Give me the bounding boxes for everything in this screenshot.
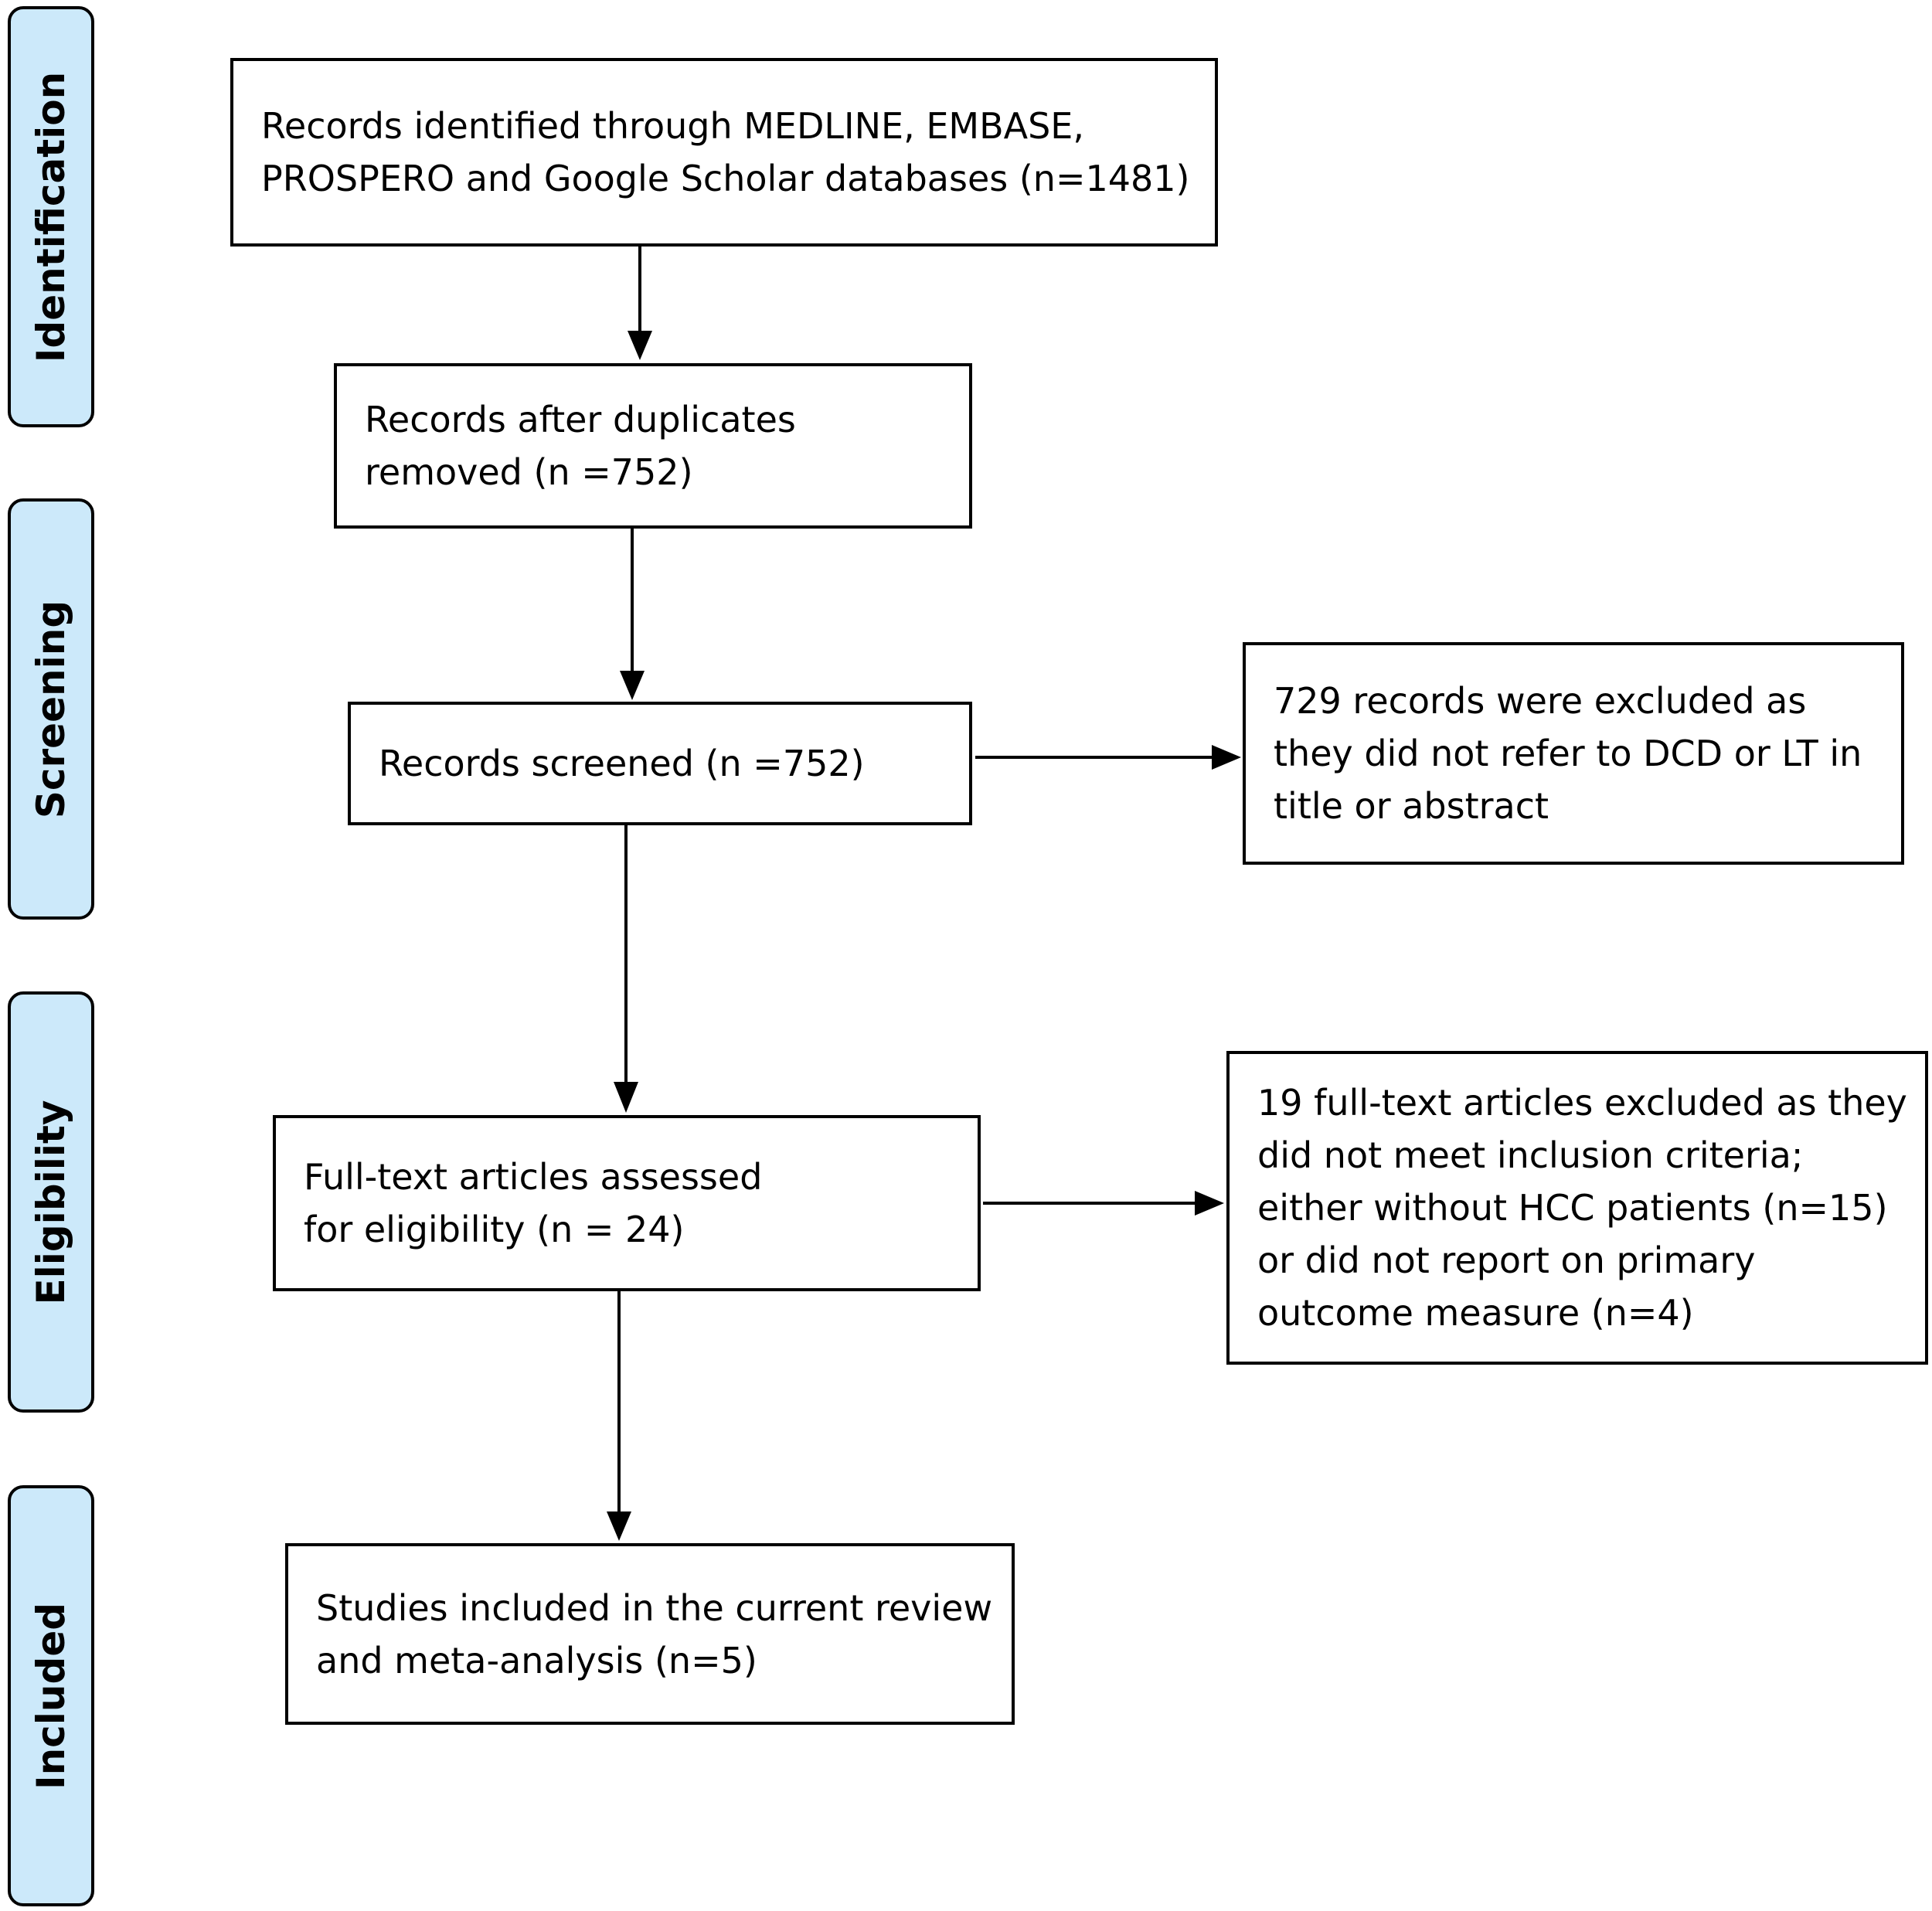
stage-screening: Screening <box>8 498 94 920</box>
box-excluded-fulltext-line-3: either without HCC patients (n=15) <box>1257 1187 1888 1229</box>
arrowhead-screened-to-excluded <box>1212 745 1241 770</box>
arrowhead-identified-to-duplicates <box>628 331 652 360</box>
box-duplicates-removed-line-2: removed (n =752) <box>365 451 693 493</box>
box-excluded-screening: 729 records were excluded as they did no… <box>1243 642 1904 865</box>
arrowhead-screened-to-fulltext <box>614 1082 638 1113</box>
box-included-studies-line-2: and meta-analysis (n=5) <box>316 1639 757 1681</box>
box-records-screened-line-1: Records screened (n =752) <box>379 743 865 784</box>
box-records-identified-line-1: Records identified through MEDLINE, EMBA… <box>261 105 1084 147</box>
box-excluded-screening-line-1: 729 records were excluded as <box>1274 680 1807 722</box>
box-duplicates-removed: Records after duplicates removed (n =752… <box>334 363 972 529</box>
arrowhead-fulltext-to-included <box>607 1511 631 1541</box>
box-excluded-screening-line-2: they did not refer to DCD or LT in <box>1274 733 1862 774</box>
box-excluded-screening-line-3: title or abstract <box>1274 785 1549 827</box>
box-included-studies-line-1: Studies included in the current review <box>316 1586 993 1629</box>
box-records-identified-line-2: PROSPERO and Google Scholar databases (n… <box>261 158 1190 199</box>
box-duplicates-removed-line-1: Records after duplicates <box>365 399 796 440</box>
box-excluded-fulltext-line-5: outcome measure (n=4) <box>1257 1292 1694 1334</box>
box-fulltext-assessed: Full-text articles assessed for eligibil… <box>273 1115 981 1291</box>
box-fulltext-assessed-line-2: for eligibility (n = 24) <box>304 1209 685 1250</box>
box-included-studies: Studies included in the current review a… <box>285 1543 1015 1725</box>
box-excluded-fulltext-line-4: or did not report on primary <box>1257 1239 1756 1281</box>
arrowhead-fulltext-to-excluded <box>1195 1191 1224 1216</box>
box-excluded-fulltext: 19 full-text articles excluded as they d… <box>1226 1051 1928 1365</box>
arrowhead-duplicates-to-screened <box>620 671 645 700</box>
stage-eligibility: Eligibility <box>8 991 94 1413</box>
box-excluded-fulltext-line-1: 19 full-text articles excluded as they <box>1257 1082 1907 1124</box>
box-records-screened: Records screened (n =752) <box>348 702 972 825</box>
stage-identification: Identification <box>8 6 94 427</box>
box-excluded-fulltext-line-2: did not meet inclusion criteria; <box>1257 1134 1804 1176</box>
box-records-identified: Records identified through MEDLINE, EMBA… <box>230 58 1218 247</box>
box-fulltext-assessed-line-1: Full-text articles assessed <box>304 1156 763 1198</box>
stage-included: Included <box>8 1485 94 1906</box>
